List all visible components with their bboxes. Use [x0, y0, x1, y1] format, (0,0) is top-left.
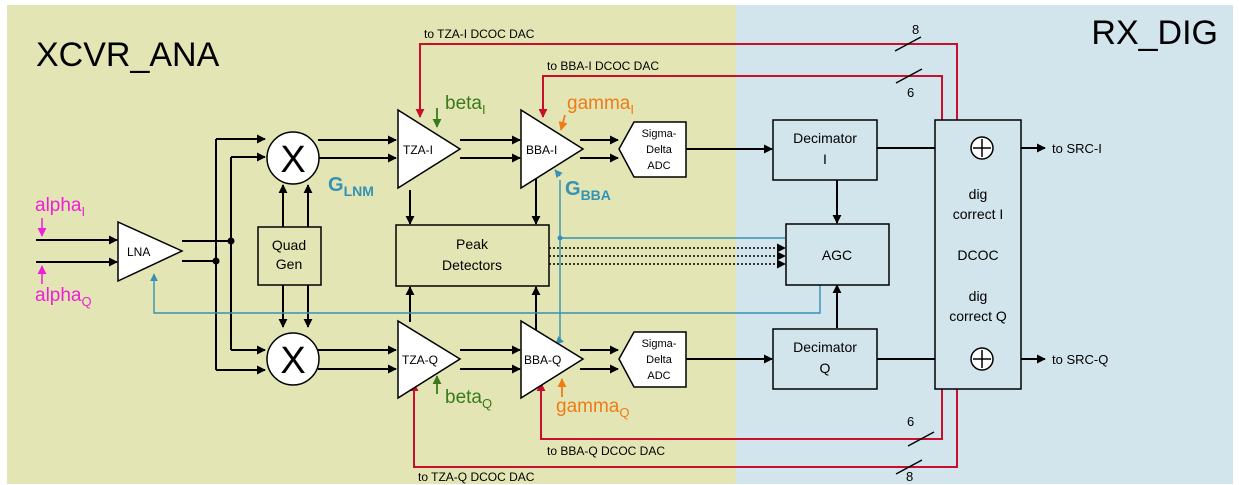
quad-gen-label-line2: Gen	[276, 256, 302, 272]
adc-i-label-line2: Delta	[646, 144, 673, 156]
gamma-i-arrow	[558, 114, 568, 131]
mixer-q-symbol: X	[280, 340, 305, 382]
summer-i	[970, 136, 994, 160]
dig-correct-i-label-line1: dig	[969, 186, 988, 202]
bus-width-bba-i: 6	[907, 85, 914, 100]
bus-width-slashes	[894, 36, 935, 475]
adc-q-label-line3: ADC	[647, 370, 670, 382]
adc-i-label-line3: ADC	[647, 160, 670, 172]
signal-wires	[36, 134, 1046, 375]
dcoc-feedback-wires	[409, 43, 988, 468]
peak-to-agc-wires	[549, 243, 786, 269]
alpha-i-label: alphaI	[35, 195, 85, 219]
adc-q-label-line1: Sigma-	[642, 338, 677, 350]
adc-q-block	[618, 331, 687, 388]
gamma-i-label: gammaI	[567, 93, 634, 117]
adc-q-label-line2: Delta	[646, 354, 673, 366]
junction-dot	[212, 257, 220, 265]
decimator-i-label-line1: Decimator	[793, 130, 857, 146]
output-src-q-label: to SRC-Q	[1052, 352, 1108, 367]
alpha-q-label: alphaQ	[35, 285, 92, 309]
mixer-i-symbol: X	[280, 139, 305, 181]
bba-q-dac-label: to BBA-Q DCOC DAC	[547, 444, 665, 458]
dig-correct-i-label-line2: correct I	[953, 206, 1004, 222]
summer-q	[970, 347, 994, 371]
bus-width-tza-q: 8	[906, 469, 913, 484]
bus-width-tza-i: 8	[912, 22, 919, 37]
junction-dot	[227, 237, 235, 245]
decimator-i-label-line2: I	[823, 151, 827, 167]
tza-q-amplifier	[397, 319, 462, 400]
tza-i-dac-label: to TZA-I DCOC DAC	[424, 27, 535, 41]
adc-i-block	[618, 121, 687, 178]
g-lnm-label: GLNM	[328, 174, 374, 199]
tza-q-label: TZA-Q	[402, 353, 438, 367]
agc-label: AGC	[822, 247, 852, 263]
beta-q-label: betaQ	[445, 387, 492, 411]
bba-i-amplifier	[520, 108, 585, 190]
tza-q-dac-label: to TZA-Q DCOC DAC	[418, 470, 535, 484]
beta-i-label: betaI	[445, 93, 486, 117]
lna-amplifier	[117, 220, 184, 283]
mixer-q	[266, 332, 320, 386]
lna-label: LNA	[127, 245, 150, 259]
agc-block	[785, 223, 890, 286]
dig-correct-q-label-line2: correct Q	[949, 308, 1007, 324]
tza-i-label: TZA-I	[403, 143, 433, 157]
g-bba-label: GBBA	[565, 178, 611, 203]
bba-q-amplifier	[520, 319, 585, 400]
bus-width-bba-q: 6	[907, 414, 914, 429]
quad-gen-block	[257, 226, 322, 286]
analog-region-title: XCVR_ANA	[36, 36, 220, 74]
gain-control-wires	[150, 169, 821, 345]
quad-gen-label-line1: Quad	[272, 237, 306, 253]
gamma-q-label: gammaQ	[556, 396, 629, 420]
output-src-i-label: to SRC-I	[1052, 141, 1102, 156]
dcoc-block	[934, 119, 1022, 390]
decimator-q-label-line1: Decimator	[793, 339, 857, 355]
digital-region-title: RX_DIG	[1091, 14, 1218, 52]
decimator-q-label-line2: Q	[820, 360, 831, 376]
decimator-i-block	[772, 119, 878, 181]
dig-correct-q-label-line1: dig	[969, 288, 988, 304]
junction-dot	[557, 235, 563, 241]
tza-i-amplifier	[397, 108, 462, 190]
adc-i-label-line1: Sigma-	[642, 128, 677, 140]
dcoc-label: DCOC	[957, 247, 998, 263]
bba-i-dac-label: to BBA-I DCOC DAC	[547, 59, 659, 73]
bba-q-label: BBA-Q	[524, 353, 561, 367]
bba-i-label: BBA-I	[526, 143, 557, 157]
peak-detectors-label-line2: Detectors	[442, 257, 502, 273]
mixer-i	[266, 131, 320, 185]
decimator-q-block	[772, 328, 878, 390]
peak-detectors-block	[395, 224, 550, 287]
peak-detectors-label-line1: Peak	[456, 236, 489, 252]
